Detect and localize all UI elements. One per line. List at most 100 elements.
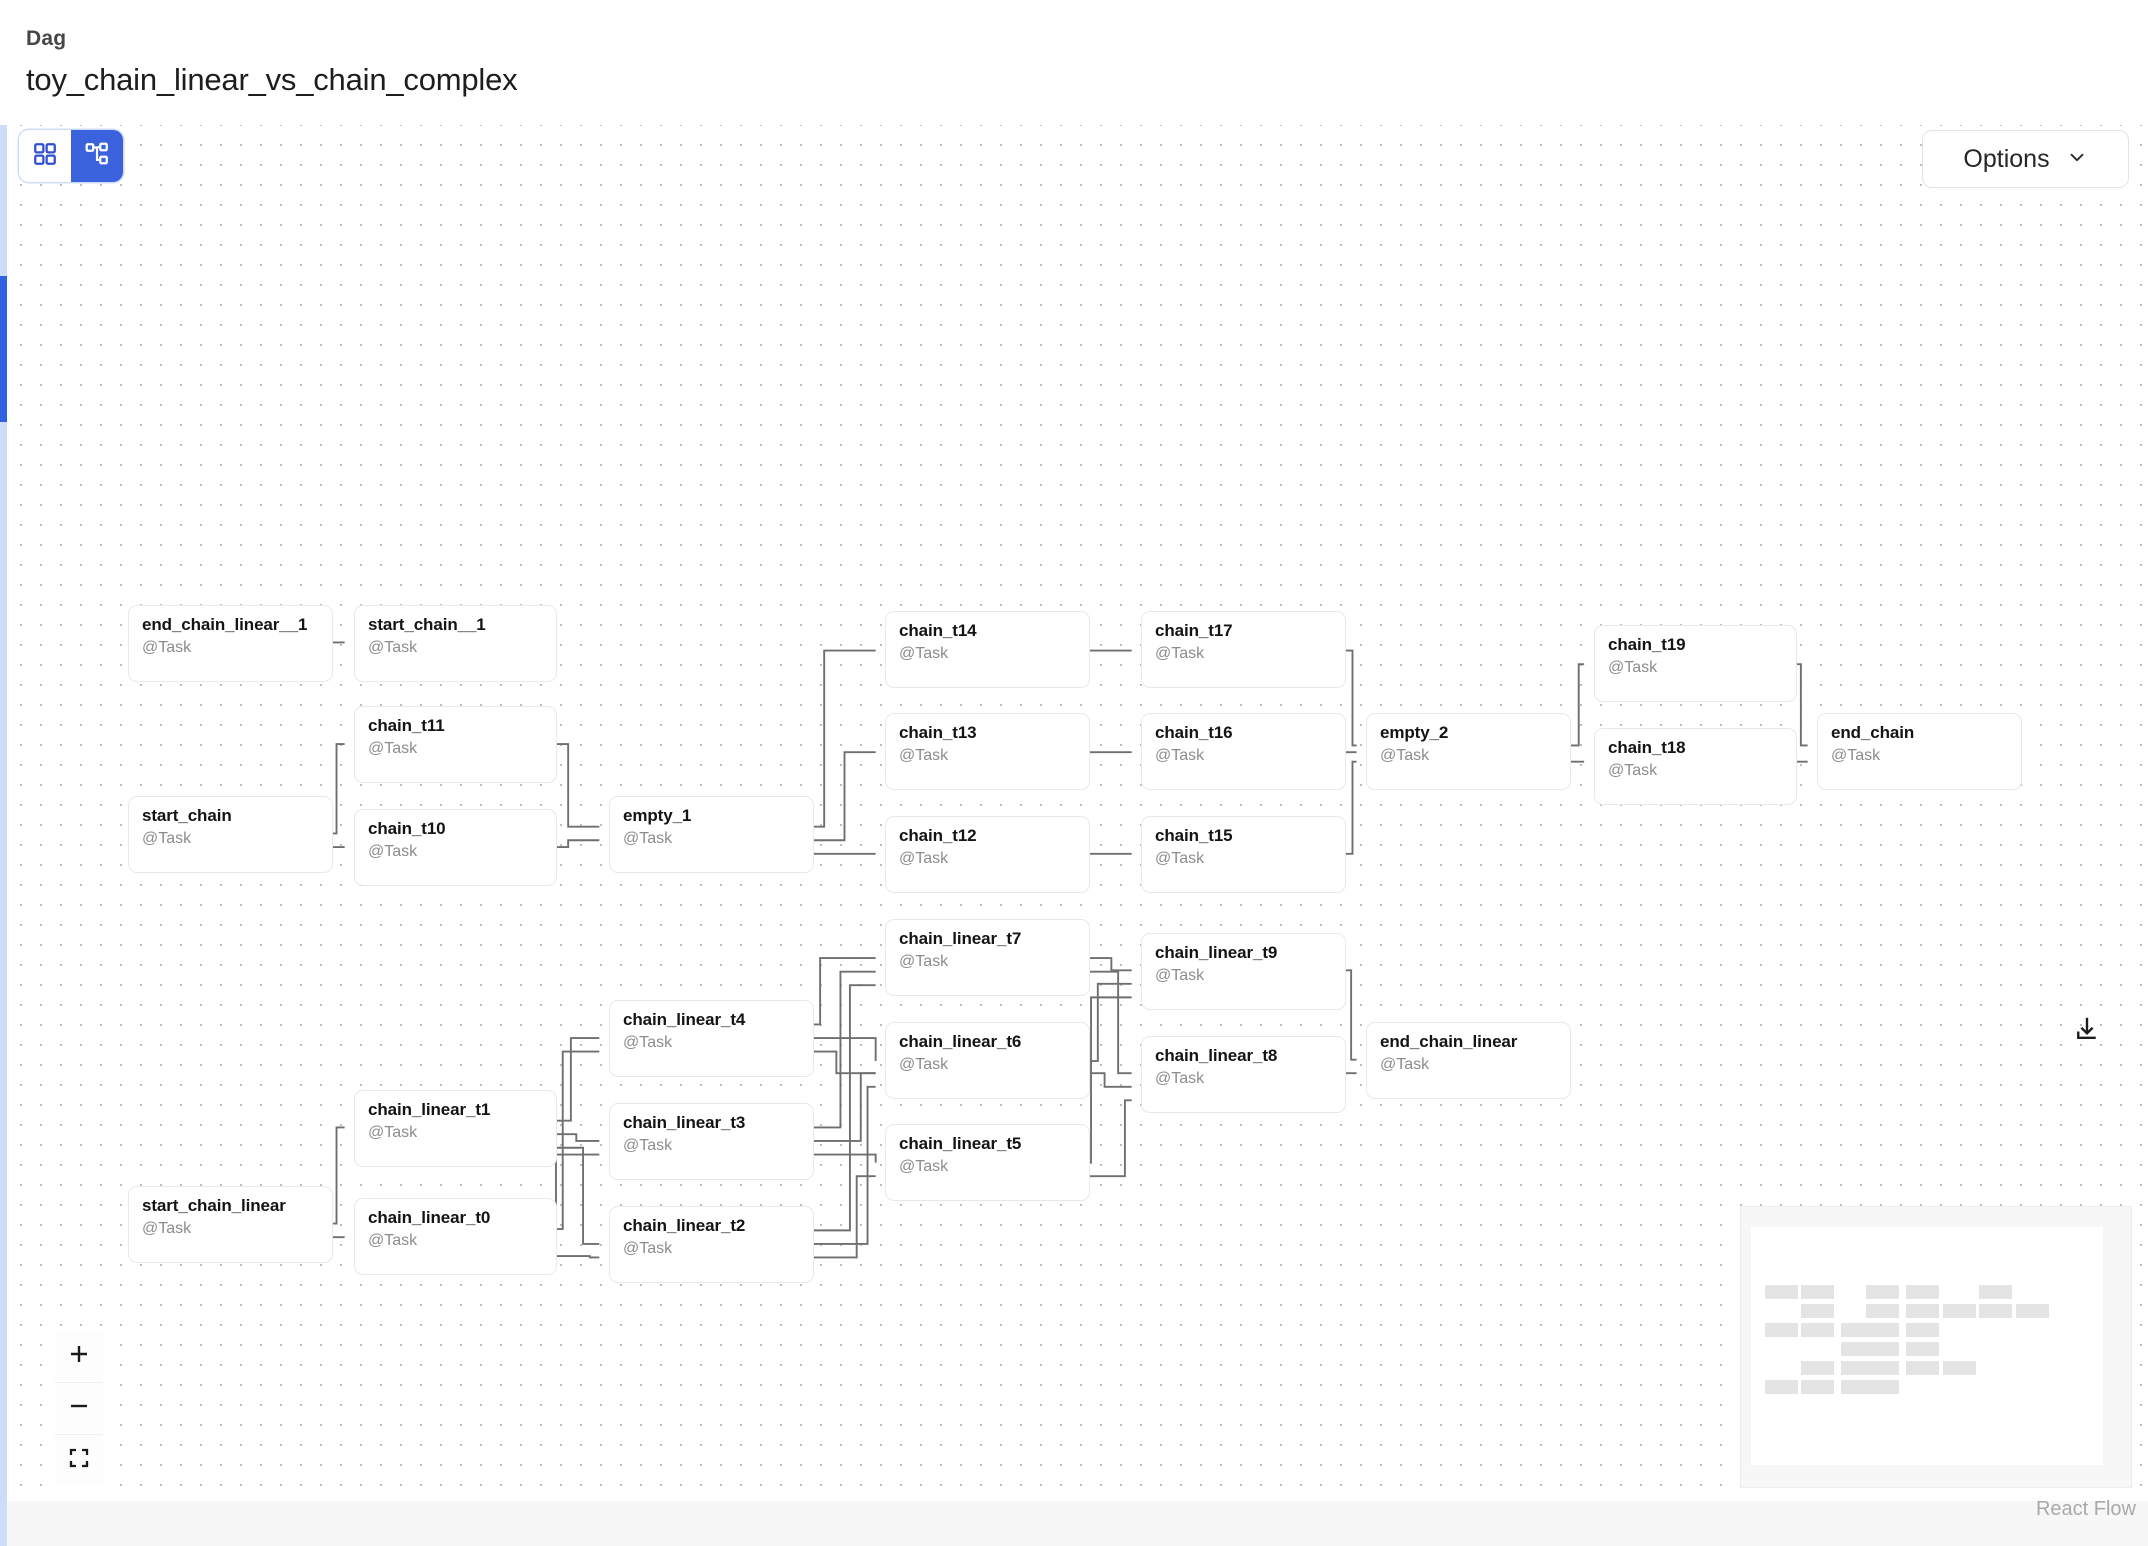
dag-node-type: @Task — [623, 830, 673, 847]
dag-node[interactable]: chain_linear_t7@Task — [885, 919, 1090, 996]
dag-node-title: chain_linear_t4 — [623, 1010, 746, 1029]
dag-node[interactable]: end_chain@Task — [1817, 713, 2022, 790]
dag-node[interactable]: start_chain__1@Task — [354, 605, 557, 682]
dag-node[interactable]: chain_t14@Task — [885, 611, 1090, 688]
dag-node-type: @Task — [899, 747, 949, 764]
fit-view-button[interactable] — [55, 1435, 103, 1486]
dag-node[interactable]: chain_t13@Task — [885, 713, 1090, 790]
dag-node[interactable]: chain_linear_t1@Task — [354, 1090, 557, 1167]
dag-node[interactable]: start_chain@Task — [128, 796, 333, 873]
dag-node[interactable]: chain_linear_t2 @Task — [609, 1206, 814, 1283]
fit-view-icon — [67, 1446, 91, 1475]
minimap-viewport[interactable] — [1751, 1227, 2103, 1465]
dag-node-type: @Task — [368, 740, 418, 757]
dag-node[interactable]: end_chain_linear__1@Task — [128, 605, 333, 682]
dag-node-title: chain_linear_t2 — [623, 1216, 746, 1235]
minimap-node — [1866, 1342, 1899, 1356]
minimap-node — [1866, 1361, 1899, 1375]
download-button[interactable] — [2072, 1014, 2102, 1049]
dag-node[interactable]: chain_linear_t3@Task — [609, 1103, 814, 1180]
dag-node[interactable]: chain_t15 @Task — [1141, 816, 1346, 893]
dag-node-title: start_chain_linear — [142, 1196, 286, 1215]
dag-node-title: end_chain_linear — [1380, 1032, 1518, 1051]
minimap-node — [1765, 1285, 1798, 1299]
dag-node-title: chain_t17 — [1155, 621, 1233, 640]
dag-canvas[interactable]: end_chain_linear__1@Task start_chain__1@T… — [7, 125, 2148, 1546]
dag-node-type: @Task — [1608, 762, 1658, 779]
dag-node[interactable]: chain_t18@Task — [1594, 728, 1797, 805]
dag-node[interactable]: chain_t17@Task — [1141, 611, 1346, 688]
dag-node-title: chain_t15 — [1155, 826, 1233, 845]
dag-node-type: @Task — [1831, 747, 1881, 764]
grid-view-button[interactable] — [19, 130, 71, 182]
minimap-node — [1801, 1323, 1834, 1337]
graph-view-button[interactable] — [71, 130, 123, 182]
dag-node-title: chain_linear_t8 — [1155, 1046, 1278, 1065]
dag-node[interactable]: chain_t16 @Task — [1141, 713, 1346, 790]
dag-node-title: chain_t16 — [1155, 723, 1233, 742]
minimap-node — [1841, 1380, 1874, 1394]
react-flow-attribution[interactable]: React Flow — [2035, 1498, 2136, 1520]
dag-node[interactable]: chain_linear_t5@Task — [885, 1124, 1090, 1201]
minimap-node — [1906, 1285, 1939, 1299]
minimap-node — [1943, 1304, 1976, 1318]
dag-node-type: @Task — [899, 645, 949, 662]
dag-node[interactable]: start_chain_linear @Task — [128, 1186, 333, 1263]
page-scrollbar-track[interactable] — [0, 0, 7, 1546]
dag-node-type: @Task — [142, 830, 192, 847]
dag-node-type: @Task — [899, 850, 949, 867]
minimap-node — [1801, 1380, 1834, 1394]
options-button[interactable]: Options — [1922, 130, 2129, 188]
dag-node-type: @Task — [1155, 850, 1205, 867]
dag-node-title: chain_t19 — [1608, 635, 1686, 654]
minimap-node — [1801, 1361, 1834, 1375]
dag-node-type: @Task — [142, 1220, 192, 1237]
dag-node-type: @Task — [368, 1232, 418, 1249]
zoom-out-button[interactable] — [55, 1383, 103, 1435]
page-title: toy_chain_linear_vs_chain_complex — [26, 62, 518, 97]
dag-node[interactable]: empty_2@Task — [1366, 713, 1571, 790]
dag-node[interactable]: chain_t19 @Task — [1594, 625, 1797, 702]
minimap-node — [1765, 1380, 1798, 1394]
dag-node[interactable]: chain_linear_t6@Task — [885, 1022, 1090, 1099]
canvas-bottom-strip — [7, 1501, 2148, 1546]
dag-node-type: @Task — [1155, 747, 1205, 764]
dag-node[interactable]: end_chain_linear @Task — [1366, 1022, 1571, 1099]
dag-node[interactable]: chain_linear_t9@Task — [1141, 933, 1346, 1010]
dag-node-type: @Task — [1380, 1056, 1430, 1073]
dag-node-type: @Task — [623, 1240, 673, 1257]
minimap-node — [1765, 1323, 1798, 1337]
dag-node-type: @Task — [623, 1137, 673, 1154]
dag-node-title: chain_t12 — [899, 826, 977, 845]
dag-kicker-label: Dag — [26, 27, 67, 50]
dag-node[interactable]: chain_t11 @Task — [354, 706, 557, 783]
dag-node-type: @Task — [142, 639, 192, 656]
dag-node-title: chain_linear_t0 — [368, 1208, 491, 1227]
dag-node-type: @Task — [368, 639, 418, 656]
minimap-node — [1866, 1285, 1899, 1299]
minimap-node — [1906, 1304, 1939, 1318]
zoom-in-button[interactable] — [55, 1331, 103, 1383]
dag-node[interactable]: chain_linear_t4 @Task — [609, 1000, 814, 1077]
minimap-node — [2016, 1304, 2049, 1318]
grid-icon — [32, 141, 58, 172]
options-button-label: Options — [1963, 144, 2050, 173]
dag-node-type: @Task — [623, 1034, 673, 1051]
dag-node-title: chain_t10 — [368, 819, 446, 838]
minimap-node — [1801, 1285, 1834, 1299]
minimap[interactable] — [1740, 1206, 2132, 1488]
dag-node-title: chain_t11 — [368, 716, 445, 735]
minimap-node — [1866, 1304, 1899, 1318]
dag-node-type: @Task — [1608, 659, 1658, 676]
page-scrollbar-thumb[interactable] — [0, 276, 7, 422]
zoom-controls[interactable] — [55, 1331, 103, 1486]
dag-node[interactable]: chain_t12 @Task — [885, 816, 1090, 893]
dag-node[interactable]: chain_linear_t0 @Task — [354, 1198, 557, 1275]
dag-node[interactable]: empty_1@Task — [609, 796, 814, 873]
dag-node[interactable]: chain_linear_t8@Task — [1141, 1036, 1346, 1113]
dag-node-type: @Task — [899, 1158, 949, 1175]
view-toggle-group[interactable] — [19, 130, 123, 182]
dag-node[interactable]: chain_t10@Task — [354, 809, 557, 886]
minimap-node — [1906, 1342, 1939, 1356]
